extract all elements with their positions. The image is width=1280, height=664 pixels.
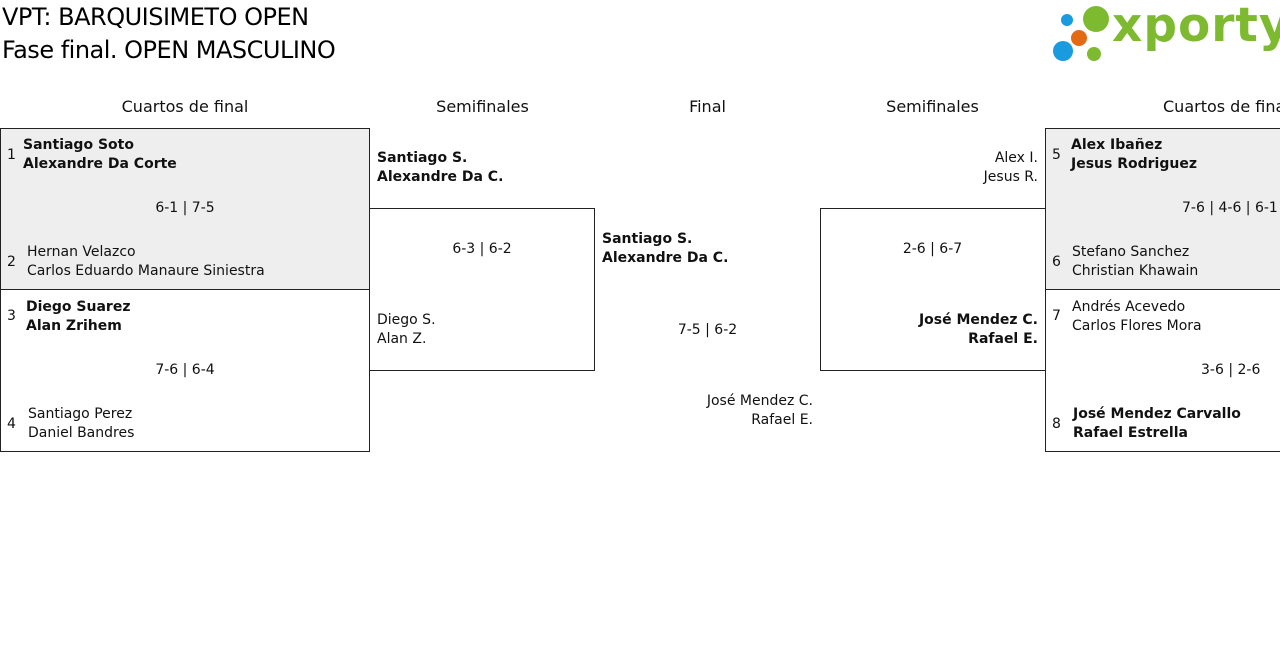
player-name: José Mendez C. bbox=[918, 312, 1038, 328]
round-label-left-semifinals: Semifinales bbox=[436, 97, 529, 116]
match-score: 7-6 | 4-6 | 6-1 bbox=[1182, 200, 1278, 216]
seed-number: 3 bbox=[7, 308, 16, 324]
player-name: Hernan Velazco bbox=[27, 244, 136, 260]
match-score: 6-1 | 7-5 bbox=[155, 200, 215, 216]
player-name: Alan Z. bbox=[377, 331, 427, 347]
match-score: 2-6 | 6-7 bbox=[902, 241, 963, 257]
xporty-dots-icon bbox=[1053, 6, 1109, 61]
player-name: Rafael E. bbox=[968, 331, 1038, 347]
seed-number: 7 bbox=[1052, 308, 1061, 324]
player-name: Andrés Acevedo bbox=[1072, 299, 1186, 315]
xporty-logo-text: xporty bbox=[1112, 0, 1280, 53]
round-label-left-quarterfinals: Cuartos de final bbox=[121, 97, 249, 116]
match-score: 7-6 | 6-4 bbox=[155, 362, 215, 378]
player-name: Alex I. bbox=[994, 150, 1038, 166]
player-name: Alexandre Da Corte bbox=[23, 156, 177, 172]
player-name: Rafael Estrella bbox=[1073, 425, 1188, 441]
xporty-logo[interactable]: xporty bbox=[1050, 0, 1280, 68]
player-name: Alexandre Da C. bbox=[602, 250, 729, 266]
match-right-qf-1[interactable] bbox=[1045, 128, 1280, 290]
player-name: Diego S. bbox=[377, 312, 436, 328]
seed-number: 8 bbox=[1052, 416, 1061, 432]
player-name: José Mendez Carvallo bbox=[1073, 406, 1241, 422]
player-name: Diego Suarez bbox=[26, 299, 131, 315]
match-score: 3-6 | 2-6 bbox=[1201, 362, 1261, 378]
round-label-right-quarterfinals: Cuartos de final bbox=[1163, 97, 1280, 116]
player-name: Carlos Flores Mora bbox=[1072, 318, 1202, 334]
player-name: Daniel Bandres bbox=[28, 425, 135, 441]
round-label-right-semifinals: Semifinales bbox=[886, 97, 979, 116]
seed-number: 4 bbox=[7, 416, 16, 432]
player-name: Alex Ibañez bbox=[1071, 137, 1163, 153]
player-name: Santiago S. bbox=[377, 150, 468, 166]
seed-number: 5 bbox=[1052, 147, 1061, 163]
match-score: 6-3 | 6-2 bbox=[452, 241, 512, 257]
match-right-qf-2[interactable] bbox=[1045, 289, 1280, 452]
player-name: Jesus R. bbox=[983, 169, 1038, 185]
player-name: Alexandre Da C. bbox=[377, 169, 504, 185]
tournament-title: VPT: BARQUISIMETO OPEN bbox=[2, 3, 309, 31]
player-name: Santiago Perez bbox=[28, 406, 133, 422]
player-name: Carlos Eduardo Manaure Siniestra bbox=[27, 263, 265, 279]
player-name: Stefano Sanchez bbox=[1072, 244, 1190, 260]
player-name: Christian Khawain bbox=[1072, 263, 1199, 279]
seed-number: 2 bbox=[7, 254, 16, 270]
match-left-qf-1[interactable] bbox=[0, 128, 370, 290]
player-name: José Mendez C. bbox=[706, 393, 813, 409]
round-label-final: Final bbox=[689, 97, 726, 116]
final-score: 7-5 | 6-2 bbox=[677, 322, 738, 338]
player-name: Jesus Rodriguez bbox=[1071, 156, 1197, 172]
seed-number: 6 bbox=[1052, 254, 1061, 270]
player-name: Santiago Soto bbox=[23, 137, 134, 153]
match-left-sf[interactable] bbox=[369, 208, 595, 371]
player-name: Santiago S. bbox=[602, 231, 693, 247]
phase-title: Fase final. OPEN MASCULINO bbox=[2, 36, 336, 64]
player-name: Alan Zrihem bbox=[26, 318, 122, 334]
seed-number: 1 bbox=[7, 147, 16, 163]
player-name: Rafael E. bbox=[751, 412, 813, 428]
